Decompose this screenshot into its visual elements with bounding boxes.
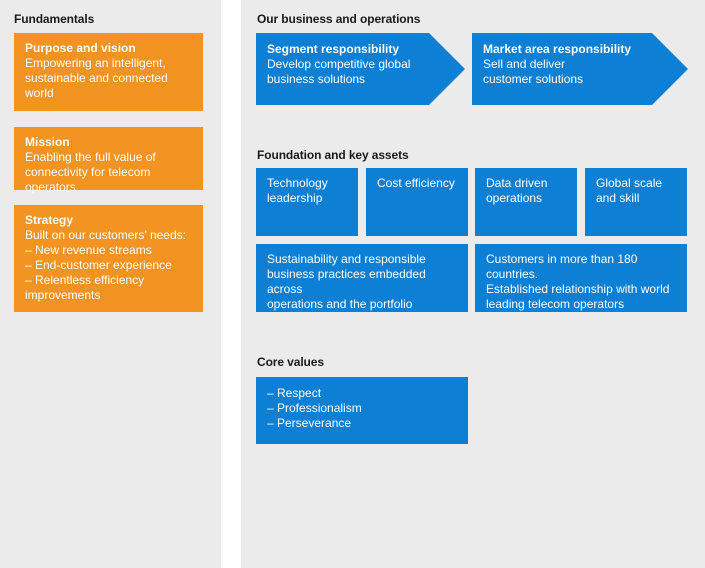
purpose-and-vision-text: Empowering an intelligent, sustainable a…: [25, 56, 168, 100]
foundation-box-text: Sustainability and responsible business …: [267, 252, 426, 311]
foundation-box-text: Customers in more than 180 countries. Es…: [486, 252, 670, 311]
segment-arrow-shape: [256, 33, 465, 105]
mission-title: Mission: [25, 135, 70, 149]
foundation-box-text: Data driven operations: [486, 176, 548, 205]
segment-responsibility-title: Segment responsibility: [267, 42, 400, 56]
strategy-text: Built on our customers’ needs:: [25, 228, 186, 242]
core-value-item: – Professionalism: [267, 401, 362, 415]
global-scale-box: Global scale and skill: [585, 168, 687, 236]
market-area-responsibility-title: Market area responsibility: [483, 42, 632, 56]
segment-responsibility-arrow: Segment responsibility Develop competiti…: [256, 33, 465, 105]
core-values-title: Core values: [257, 355, 324, 369]
market-area-responsibility-text: Sell and deliver customer solutions: [483, 57, 584, 86]
core-values-box: – Respect – Professionalism – Perseveran…: [256, 377, 468, 444]
core-value-item: – Respect: [267, 386, 322, 400]
strategy-list: – New revenue streams – End-customer exp…: [25, 243, 193, 303]
fundamentals-panel: Fundamentals Purpose and vision Empoweri…: [0, 0, 221, 568]
segment-responsibility-text: Develop competitive global business solu…: [267, 57, 411, 86]
strategy-box: Strategy Built on our customers’ needs: …: [14, 205, 203, 312]
sustainability-box: Sustainability and responsible business …: [256, 244, 468, 312]
data-driven-operations-box: Data driven operations: [475, 168, 577, 236]
core-value-item: – Perseverance: [267, 416, 352, 430]
fundamentals-title: Fundamentals: [14, 12, 95, 26]
mission-box: Mission Enabling the full value of conne…: [14, 127, 203, 194]
market-arrow-shape: [472, 33, 688, 105]
technology-leadership-box: Technology leadership: [256, 168, 358, 236]
foundation-box-text: Technology leadership: [267, 176, 328, 205]
foundation-title: Foundation and key assets: [257, 148, 409, 162]
strategy-item: – End-customer experience: [25, 258, 172, 272]
cost-efficiency-box: Cost efficiency: [366, 168, 468, 236]
market-area-responsibility-arrow: Market area responsibility Sell and deli…: [472, 33, 688, 105]
core-values-list: – Respect – Professionalism – Perseveran…: [267, 386, 458, 431]
business-title: Our business and operations: [257, 12, 421, 26]
strategy-title: Strategy: [25, 213, 74, 227]
customers-box: Customers in more than 180 countries. Es…: [475, 244, 687, 312]
strategy-item: – New revenue streams: [25, 243, 152, 257]
strategy-item: – Relentless efficiency improvements: [25, 273, 145, 302]
purpose-and-vision-box: Purpose and vision Empowering an intelli…: [14, 33, 203, 111]
foundation-box-text: Cost efficiency: [377, 176, 455, 190]
mission-text: Enabling the full value of connectivity …: [25, 150, 156, 194]
purpose-and-vision-title: Purpose and vision: [25, 41, 136, 55]
foundation-box-text: Global scale and skill: [596, 176, 663, 205]
